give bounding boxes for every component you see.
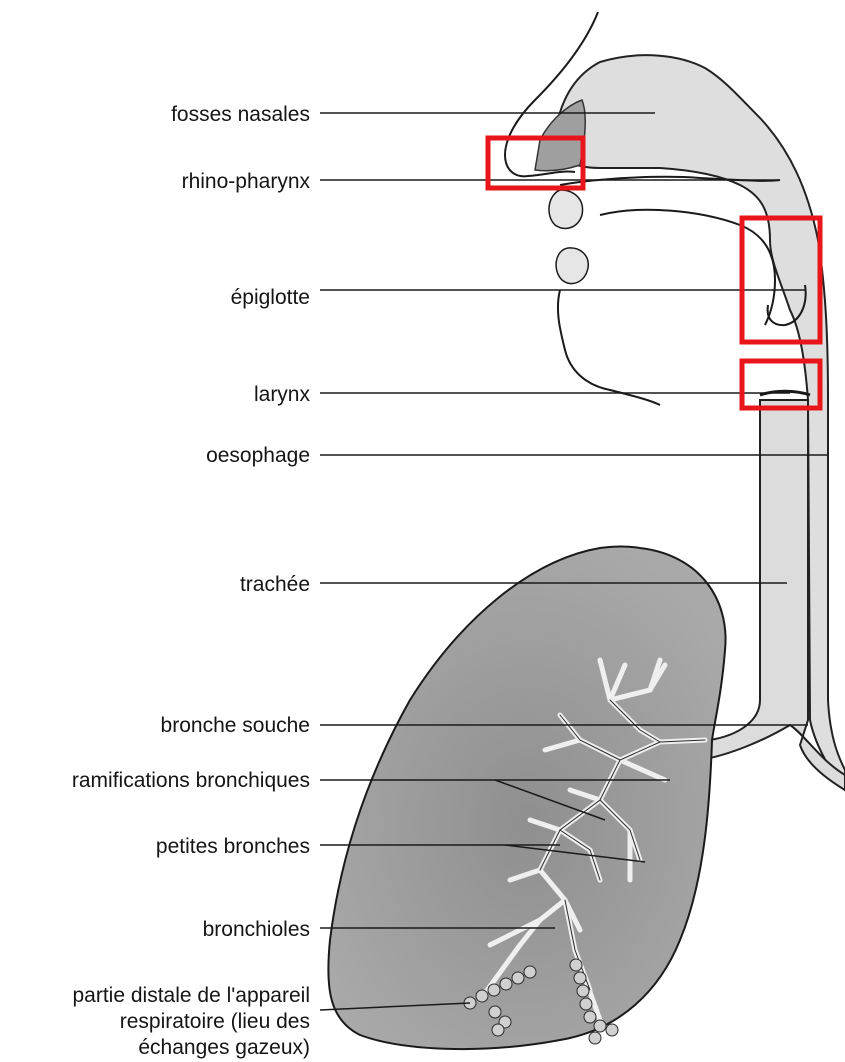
label-fosses-nasales: fosses nasales [171,103,310,126]
label-bronche-souche: bronche souche [161,714,310,737]
label-larynx: larynx [254,383,310,406]
label-petites-bronches: petites bronches [156,835,310,858]
label-oesophage: oesophage [206,444,310,467]
label-ramifications-bronchiques: ramifications bronchiques [72,769,310,792]
jaw-line [558,290,660,405]
label-rhino-pharynx: rhino-pharynx [182,170,310,193]
label-partie-distale: partie distale de l'appareil respiratoir… [73,983,311,1061]
label-bronchioles: bronchioles [203,918,310,941]
teeth-lower [556,248,588,284]
label-epiglotte: épiglotte [231,286,310,309]
tongue [600,210,775,325]
teeth-upper [549,190,583,228]
label-trachee: trachée [240,573,310,596]
